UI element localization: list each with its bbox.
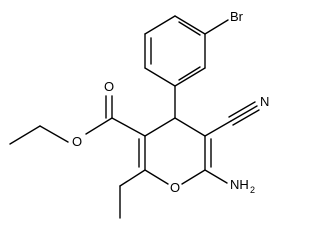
bromophenyl-ring — [144, 15, 206, 87]
ester-group — [9, 95, 146, 145]
ring-oxygen-label: O — [170, 180, 180, 195]
pyran-ring — [138, 117, 212, 185]
ethyl-group — [119, 169, 146, 219]
molecule-drawing: Br O N NH 2 O O — [9, 9, 269, 219]
carbonyl-oxygen-label: O — [104, 79, 114, 94]
ester-oxygen-label: O — [72, 134, 82, 149]
amino-label: NH — [230, 177, 249, 192]
c-nh2-bond — [204, 169, 228, 184]
nitrile-group — [204, 101, 260, 137]
nitrile-nitrogen-label: N — [260, 94, 269, 109]
bromine-label: Br — [230, 9, 244, 24]
amino-subscript: 2 — [250, 185, 255, 195]
structure-canvas: Br O N NH 2 O O — [9, 9, 270, 219]
c-br-bond — [204, 19, 229, 35]
